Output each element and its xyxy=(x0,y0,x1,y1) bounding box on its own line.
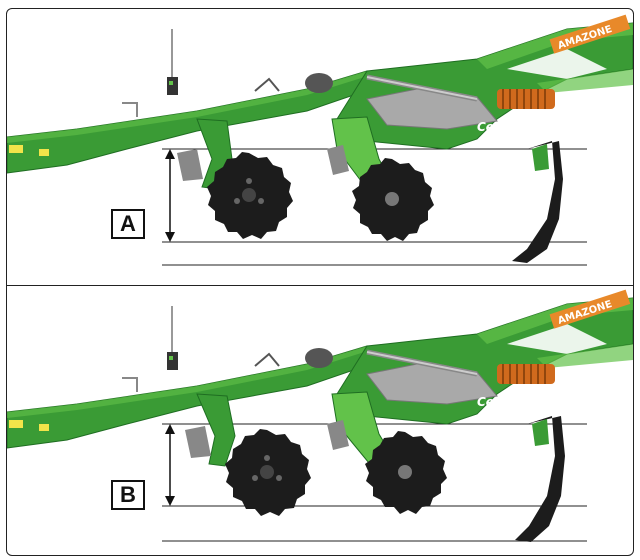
label-box-a: A xyxy=(111,209,145,239)
spring-a xyxy=(497,89,555,109)
spring-b xyxy=(497,364,555,384)
rear-drum xyxy=(305,348,333,368)
label-a-text: A xyxy=(120,211,136,236)
reflector-left xyxy=(9,420,23,428)
disc-front xyxy=(352,158,434,241)
cultivator-tine xyxy=(512,141,563,263)
label-box-b: B xyxy=(111,480,145,510)
control-box xyxy=(167,77,178,95)
depth-arrow-head-up xyxy=(165,424,175,434)
rear-handle xyxy=(122,102,138,117)
power-badge: Power xyxy=(590,393,609,400)
cultivator-tine xyxy=(515,416,565,542)
depth-arrow-head-up xyxy=(165,149,175,159)
rear-drum xyxy=(305,73,333,93)
disc-arm-bracket xyxy=(177,149,203,181)
rear-handle xyxy=(122,377,138,392)
panel-a: AMAZONE Ceus 3000-TX Power xyxy=(7,9,633,285)
model-label: Ceus 3000-TX xyxy=(477,120,569,134)
machine-illustration-b: AMAZONE Ceus 3000-TX Power xyxy=(7,289,633,542)
panel-divider xyxy=(7,285,633,286)
depth-arrow-head-down xyxy=(165,496,175,506)
disc-front xyxy=(365,431,447,514)
power-badge: Power xyxy=(590,118,609,125)
panel-b: AMAZONE Ceus 3000-TX Power xyxy=(7,286,633,555)
disc-rear xyxy=(207,152,293,239)
machine-illustration-a: AMAZONE Ceus 3000-TX Power xyxy=(7,14,633,266)
figure-frame: AMAZONE Ceus 3000-TX Power xyxy=(6,8,634,556)
control-box xyxy=(167,352,178,370)
reflector-mid xyxy=(39,424,49,431)
reflector-mid xyxy=(39,149,49,156)
brand-plate xyxy=(549,14,631,54)
depth-arrow-head-down xyxy=(165,232,175,242)
brand-plate xyxy=(549,289,631,329)
label-b-text: B xyxy=(120,482,136,507)
reflector-left xyxy=(9,145,23,153)
model-label: Ceus 3000-TX xyxy=(477,395,569,409)
disc-arm-bracket xyxy=(185,426,211,458)
disc-rear xyxy=(225,429,311,516)
disc-arm-rear xyxy=(196,393,236,467)
